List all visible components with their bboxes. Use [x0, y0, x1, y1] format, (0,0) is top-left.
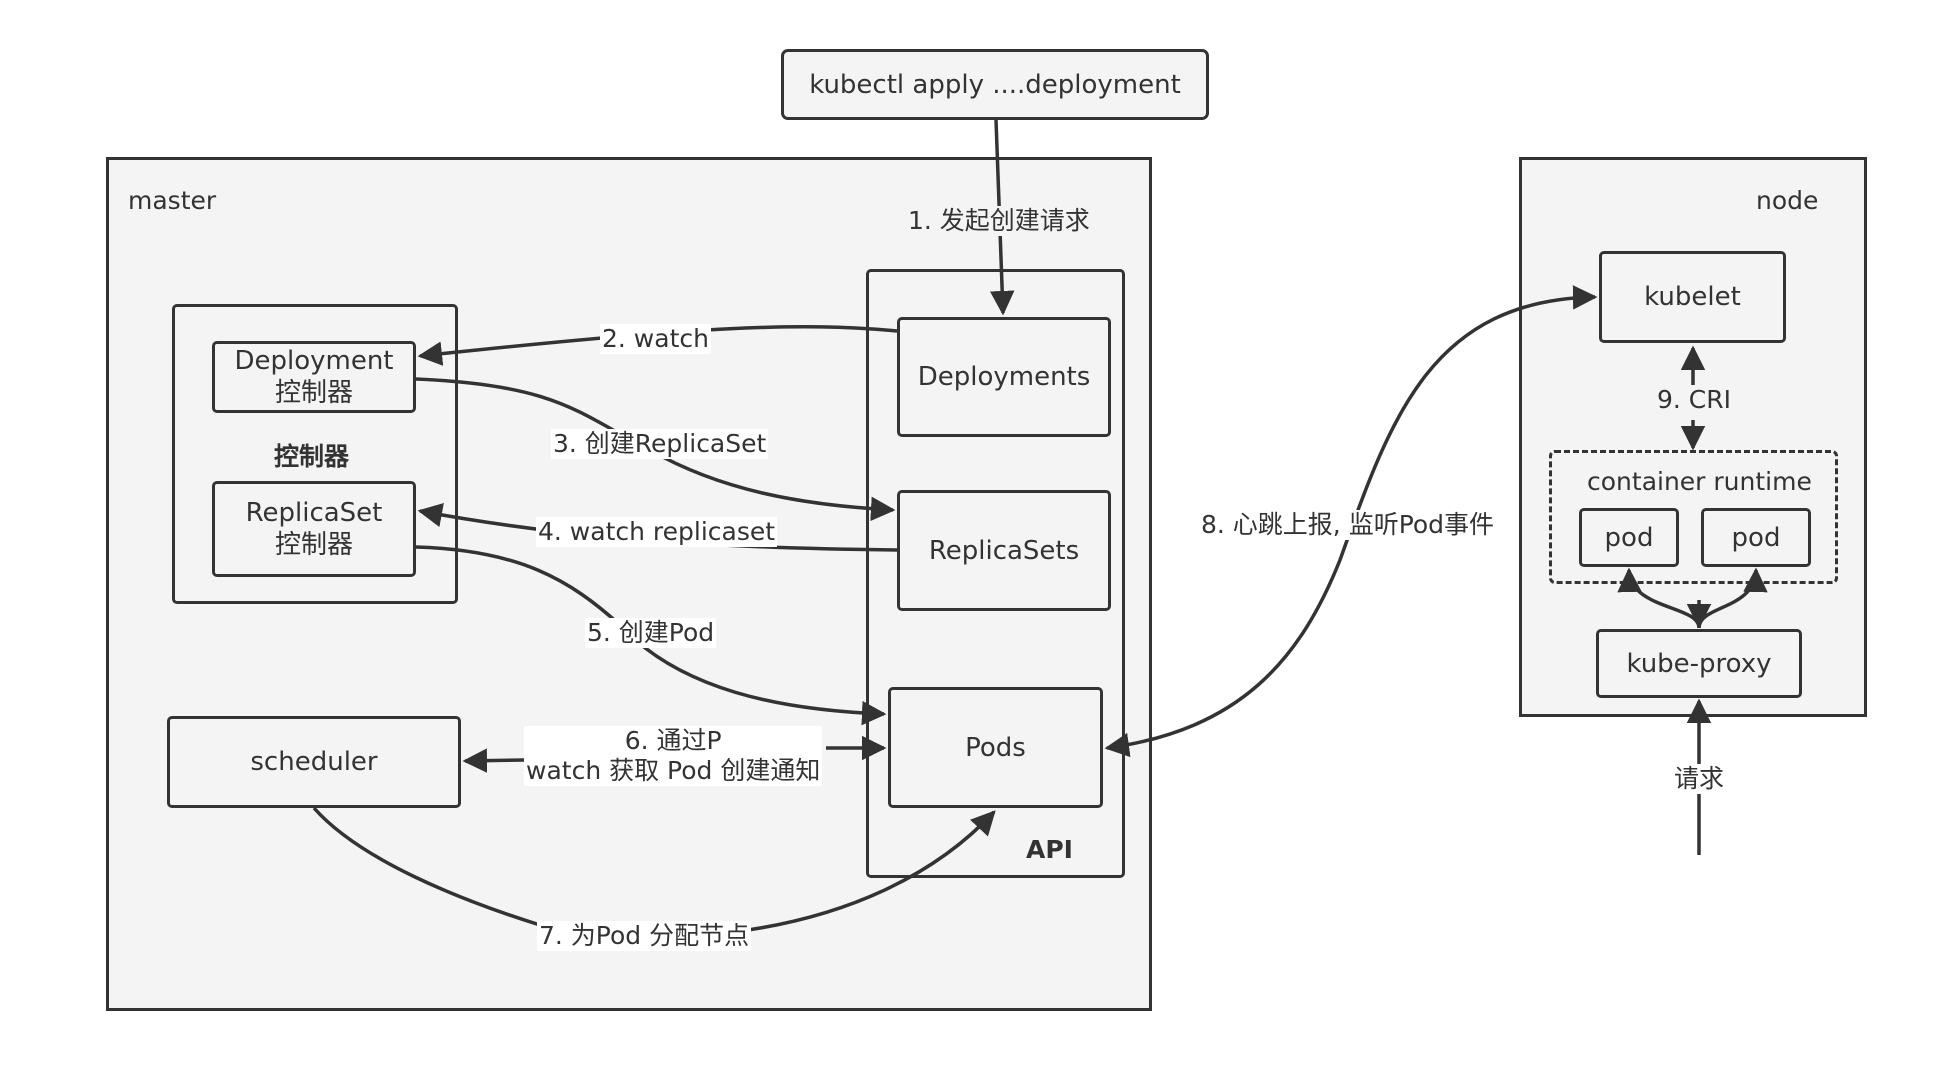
kubelet-text: kubelet — [1644, 282, 1741, 312]
replicaset-controller-box[interactable]: ReplicaSet 控制器 — [212, 481, 416, 577]
label-step9: 9. CRI — [1655, 385, 1733, 415]
deployment-controller-line1: Deployment — [234, 346, 394, 376]
controllers-group-label: 控制器 — [274, 442, 350, 471]
kubelet-box[interactable]: kubelet — [1599, 251, 1786, 343]
node-title: node — [1756, 186, 1819, 215]
master-title: master — [128, 186, 217, 215]
edge-step8 — [1104, 285, 1598, 758]
edge-step6-left — [462, 748, 525, 773]
pod-box-2[interactable]: pod — [1701, 508, 1811, 567]
label-step4: 4. watch replicaset — [536, 517, 778, 547]
controllers-group — [172, 304, 458, 604]
kubectl-command-text: kubectl apply ....deployment — [809, 69, 1181, 100]
api-label: API — [1026, 835, 1073, 864]
replicaset-controller-line1: ReplicaSet — [245, 498, 383, 528]
api-replicasets-text: ReplicaSets — [928, 535, 1080, 566]
edge-proxy-pod2 — [1697, 567, 1768, 629]
api-replicasets-box[interactable]: ReplicaSets — [897, 490, 1111, 611]
deployment-controller-box[interactable]: Deployment 控制器 — [212, 341, 416, 413]
kubectl-command-box[interactable]: kubectl apply ....deployment — [781, 49, 1209, 120]
deployment-controller-line2: 控制器 — [274, 378, 353, 408]
label-step7: 7. 为Pod 分配节点 — [537, 921, 752, 951]
pod-text-2: pod — [1731, 522, 1781, 553]
pod-text-1: pod — [1604, 522, 1654, 553]
edge-proxy-pod1 — [1617, 567, 1701, 629]
scheduler-text: scheduler — [250, 747, 378, 777]
api-deployments-text: Deployments — [917, 362, 1091, 392]
label-request: 请求 — [1672, 764, 1727, 794]
api-deployments-box[interactable]: Deployments — [897, 317, 1111, 437]
label-step6-line1: 6. 通过P — [624, 726, 722, 755]
edge-step2 — [417, 325, 898, 366]
kube-proxy-box[interactable]: kube-proxy — [1596, 629, 1802, 698]
label-step5: 5. 创建Pod — [585, 618, 717, 648]
replicaset-controller-line2: 控制器 — [274, 530, 353, 560]
label-step8: 8. 心跳上报, 监听Pod事件 — [1199, 510, 1497, 540]
label-step2: 2. watch — [600, 324, 711, 354]
api-pods-box[interactable]: Pods — [888, 687, 1103, 808]
container-runtime-label: container runtime — [1587, 467, 1812, 496]
label-step6-line2: watch 获取 Pod 创建通知 — [526, 756, 821, 785]
label-step3: 3. 创建ReplicaSet — [551, 429, 769, 459]
api-pods-text: Pods — [965, 732, 1026, 763]
edge-step7 — [312, 806, 996, 939]
label-step1: 1. 发起创建请求 — [906, 206, 1092, 236]
label-step6: 6. 通过P watch 获取 Pod 创建通知 — [524, 726, 823, 786]
scheduler-box[interactable]: scheduler — [167, 716, 461, 808]
kube-proxy-text: kube-proxy — [1626, 648, 1772, 679]
